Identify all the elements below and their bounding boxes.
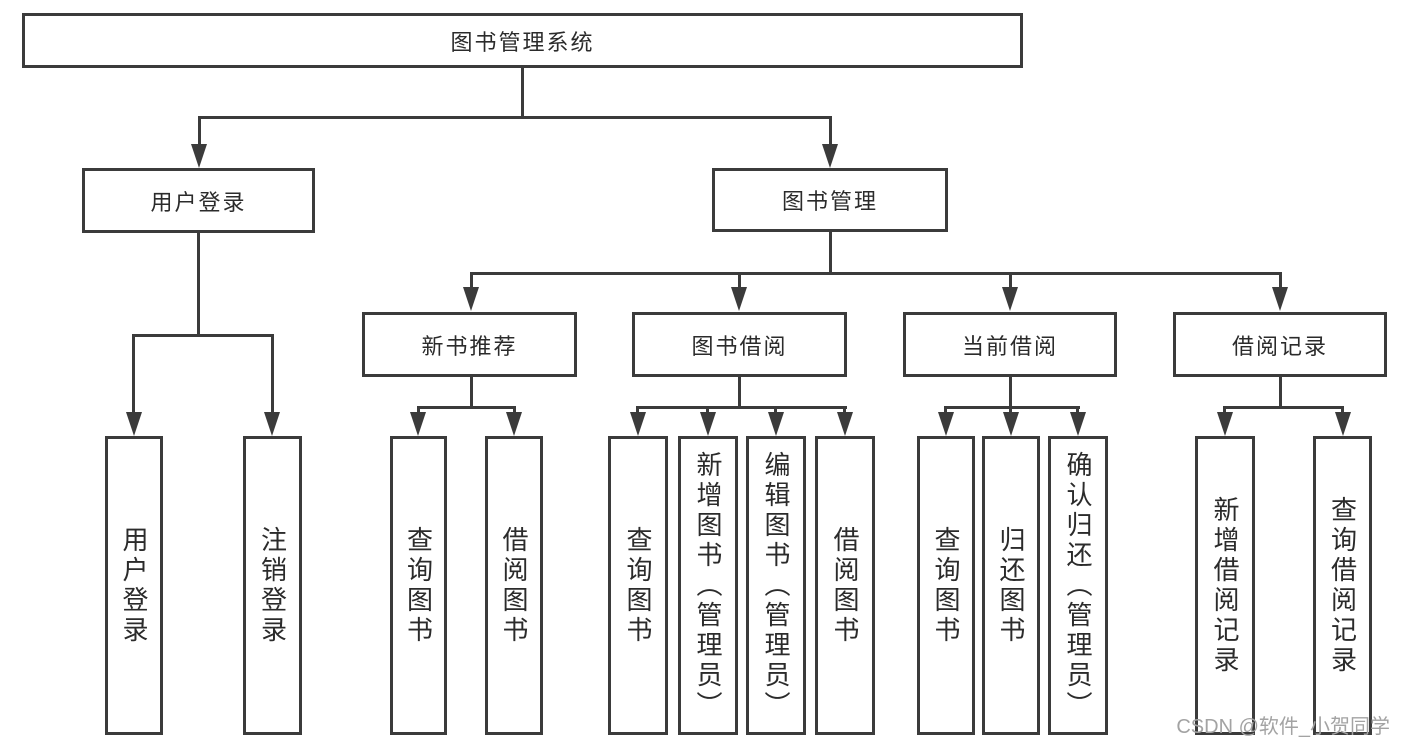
- leaf-query-borrow-record: 查询借阅记录: [1313, 436, 1372, 735]
- node-label: 图书管理系统: [450, 29, 595, 55]
- connector-line: [1223, 406, 1344, 409]
- arrowhead-down: [938, 412, 954, 436]
- node-library-system: 图书管理系统: [22, 13, 1023, 68]
- leaf-return-book: 归还图书: [982, 436, 1040, 735]
- leaf-label: 新增图书（管理员）: [693, 450, 723, 721]
- arrowhead-down: [1003, 412, 1019, 436]
- connector-line: [738, 377, 741, 408]
- leaf-label: 查询图书: [623, 525, 653, 646]
- arrowhead-down: [410, 412, 426, 436]
- leaf-label: 编辑图书（管理员）: [761, 450, 791, 721]
- leaf-label: 查询图书: [403, 525, 434, 646]
- arrowhead-down: [731, 287, 747, 311]
- leaf-label: 查询借阅记录: [1327, 495, 1358, 676]
- connector-line: [470, 274, 473, 292]
- leaf-add-book-admin: 新增图书（管理员）: [678, 436, 738, 735]
- connector-line: [198, 116, 832, 119]
- node-book-borrow: 图书借阅: [632, 312, 847, 377]
- leaf-add-borrow-record: 新增借阅记录: [1195, 436, 1255, 735]
- connector-line: [1009, 274, 1012, 292]
- leaf-edit-book-admin: 编辑图书（管理员）: [746, 436, 806, 735]
- connector-line: [132, 336, 135, 415]
- leaf-borrow-books: 借阅图书: [815, 436, 875, 735]
- connector-line: [417, 406, 516, 409]
- leaf-label: 查询图书: [931, 525, 961, 646]
- leaf-label: 归还图书: [996, 525, 1026, 646]
- arrowhead-down: [700, 412, 716, 436]
- leaf-query-books-recommend: 查询图书: [390, 436, 447, 735]
- connector-line: [470, 377, 473, 408]
- connector-line: [198, 118, 201, 148]
- node-label: 图书借阅: [691, 333, 788, 359]
- arrowhead-down: [463, 287, 479, 311]
- node-label: 新书推荐: [421, 333, 518, 359]
- node-label: 当前借阅: [961, 333, 1058, 359]
- arrowhead-down: [1002, 287, 1018, 311]
- node-book-management: 图书管理: [712, 168, 948, 232]
- leaf-label: 注销登录: [257, 525, 288, 646]
- leaf-label: 借阅图书: [499, 525, 529, 646]
- connector-line: [1279, 274, 1282, 292]
- connector-line: [271, 336, 274, 415]
- arrowhead-down: [191, 144, 207, 168]
- arrowhead-down: [1335, 412, 1351, 436]
- leaf-label: 新增借阅记录: [1210, 495, 1240, 676]
- arrowhead-down: [837, 412, 853, 436]
- arrowhead-down: [1217, 412, 1233, 436]
- connector-line: [1279, 377, 1282, 408]
- leaf-label: 用户登录: [119, 525, 149, 646]
- leaf-confirm-return-admin: 确认归还（管理员）: [1048, 436, 1108, 735]
- arrowhead-down: [768, 412, 784, 436]
- node-user-login: 用户登录: [82, 168, 315, 233]
- leaf-label: 借阅图书: [830, 525, 860, 646]
- leaf-borrow-books-recommend: 借阅图书: [485, 436, 543, 735]
- arrowhead-down: [1272, 287, 1288, 311]
- node-label: 借阅记录: [1231, 333, 1328, 359]
- leaf-user-login: 用户登录: [105, 436, 163, 735]
- connector-line: [636, 406, 847, 409]
- leaf-label: 确认归还（管理员）: [1063, 450, 1093, 721]
- node-label: 图书管理: [781, 189, 878, 214]
- connector-line: [829, 232, 832, 274]
- leaf-query-books-borrow: 查询图书: [608, 436, 668, 735]
- node-current-borrow: 当前借阅: [903, 312, 1117, 377]
- leaf-query-books-current: 查询图书: [917, 436, 975, 735]
- arrowhead-down: [630, 412, 646, 436]
- arrowhead-down: [264, 412, 280, 436]
- arrowhead-down: [1070, 412, 1086, 436]
- connector-line: [738, 274, 741, 292]
- node-borrow-records: 借阅记录: [1173, 312, 1387, 377]
- arrowhead-down: [506, 412, 522, 436]
- connector-line: [944, 406, 1080, 409]
- watermark: CSDN @软件_小贺同学: [1176, 716, 1390, 738]
- connector-line: [470, 272, 1282, 275]
- connector-line: [829, 118, 832, 148]
- connector-line: [1009, 377, 1012, 408]
- arrowhead-down: [822, 144, 838, 168]
- connector-line: [197, 233, 200, 337]
- leaf-logout: 注销登录: [243, 436, 302, 735]
- node-new-book-recommend: 新书推荐: [362, 312, 577, 377]
- connector-line: [521, 68, 524, 118]
- node-label: 用户登录: [150, 189, 247, 215]
- connector-line: [132, 334, 274, 337]
- arrowhead-down: [126, 412, 142, 436]
